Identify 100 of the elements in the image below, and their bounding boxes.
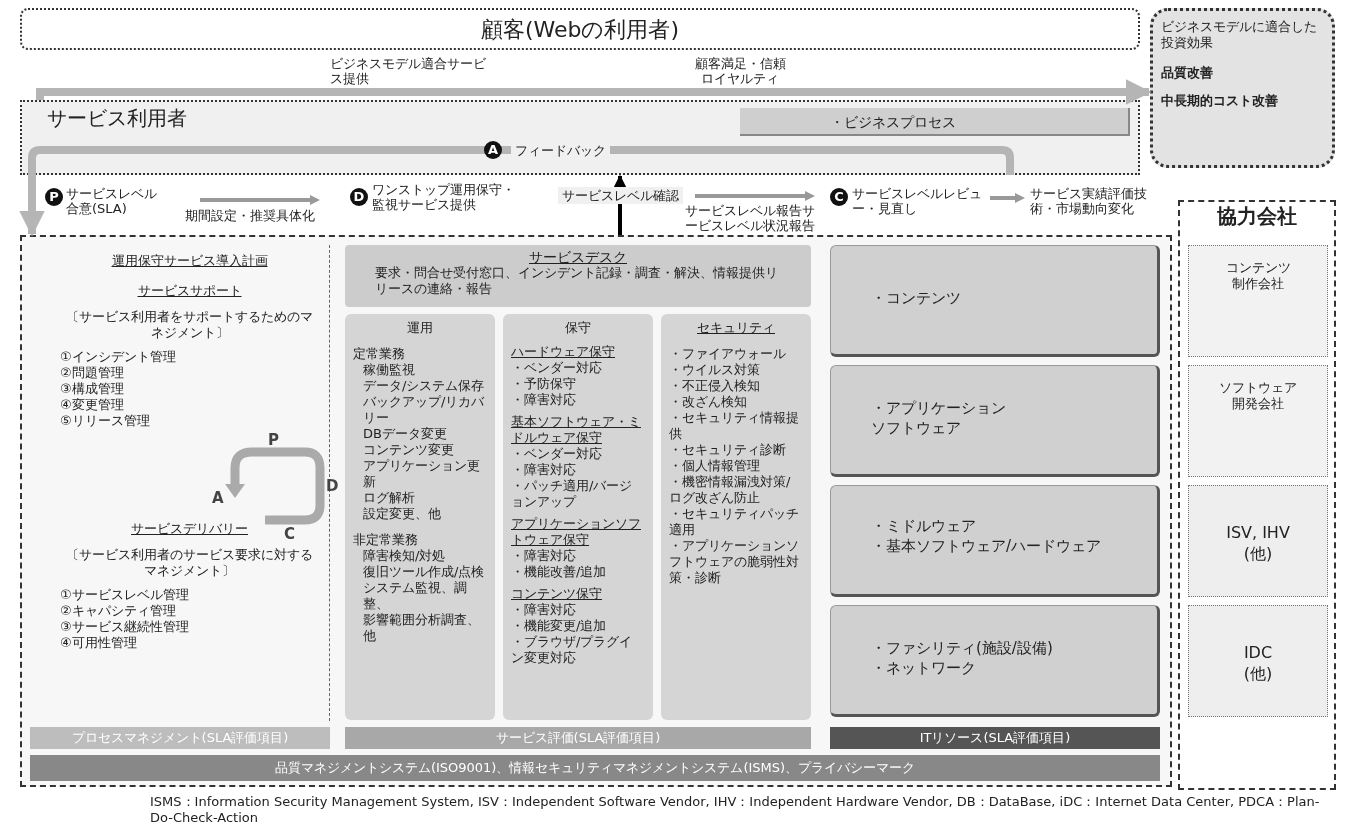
list-item: 復旧ツール作成/点検 [363, 564, 485, 579]
list-item: ②キャパシティ管理 [60, 603, 176, 618]
list-item: DBデータ変更 [363, 426, 447, 441]
list-item: ・セキュリティ診断 [669, 442, 786, 457]
note-text: サービスレベル報告サービスレベル状況報告 [685, 203, 816, 233]
box-text: IDC [1243, 643, 1273, 662]
box-text: 要求・問合せ受付窓口、インシデント記録・調査・解決、情報提供リリースの連絡・報告 [375, 265, 778, 296]
partner-box [1188, 485, 1328, 597]
letter-badge: P [45, 188, 63, 206]
note-text: 期間設定・推奨具体化 [185, 208, 316, 223]
arrow [36, 79, 1152, 105]
list-item: 〔サービス利用者をサポートするためのマネジメント〕 [66, 309, 313, 340]
list-item: ・障害対応 [511, 392, 576, 407]
list-item: ・機能変更/追加 [511, 618, 607, 633]
cycle-letter: C [284, 526, 295, 543]
list-item: ・セキュリティ情報提供 [669, 410, 799, 441]
note-text: サービスレベル合意(SLA) [66, 186, 158, 216]
dotted-band [20, 8, 1140, 50]
box-text: ソフトウェア開発会社 [1219, 380, 1297, 411]
note-text: 顧客満足・信頼ロイヤルティ [693, 56, 787, 86]
bar-text: ITリソース(SLA評価項目) [919, 730, 1071, 745]
callout-text: 品質改善 [1161, 65, 1213, 80]
list-item: 稼働監視 [363, 362, 415, 377]
list-item: ・ブラウザ/プラグイン変更対応 [511, 634, 633, 665]
heading: 運用 [407, 320, 433, 335]
list-item: 非定常業務 [353, 532, 418, 547]
box-text: ・コンテンツ [871, 289, 961, 307]
list-item: ①サービスレベル管理 [60, 587, 189, 602]
layer-box [830, 245, 1160, 357]
column-panel [345, 314, 495, 720]
box-text: ・アプリケーションソフトウェア [871, 399, 1006, 437]
note-text: ビジネスモデル適合サービス提供 [330, 56, 487, 86]
box-text: ・ネットワーク [871, 659, 976, 677]
list-item: ・ベンダー対応 [511, 446, 602, 461]
heading: 保守 [565, 320, 591, 335]
bar [30, 755, 1160, 781]
cycle-letter: P [268, 432, 279, 449]
band-title: 顧客(Webの利用者) [480, 17, 680, 42]
list-item: 障害検知/対処 [363, 548, 446, 563]
list-item: ・アプリケーションソフトウェアの脆弱性対策・診断 [669, 538, 799, 585]
service-desk-box [345, 245, 811, 307]
list-item: ・障害対応 [511, 602, 576, 617]
list-item: ・ウイルス対策 [669, 362, 760, 377]
box-text: ・ビジネスプロセス [830, 114, 956, 130]
list-item: ・セキュリティパッチ適用 [669, 506, 799, 537]
list-item: システム監視、調整、 [363, 580, 467, 611]
band-title: 協力会社 [1217, 204, 1297, 228]
bar [30, 727, 330, 749]
list-item: ・改ざん検知 [669, 394, 747, 409]
layer-box [830, 605, 1160, 717]
list-item: ③構成管理 [60, 381, 124, 396]
list-item: 影響範囲分析調査、他 [363, 612, 480, 643]
list-item: バックアップ/リカバリー [363, 394, 485, 425]
list-item: ⑤リリース管理 [60, 413, 150, 428]
list-item: ログ解析 [363, 490, 415, 505]
list-item: 設定変更、他 [363, 506, 441, 521]
partner-box [1188, 365, 1328, 477]
bar [830, 727, 1160, 749]
letter-badge: D [350, 188, 368, 206]
list-item: コンテンツ変更 [363, 442, 454, 457]
bar [345, 727, 811, 749]
bar-text: 品質マネジメントシステム(ISO9001)、情報セキュリティマネジメントシステム(ISMS)、プライバシーマーク [274, 760, 916, 775]
column-panel [503, 314, 653, 720]
box-text: ISV, IHV [1226, 523, 1290, 542]
bar-text: サービス評価(SLA評価項目) [495, 730, 661, 745]
list-item: ・予防保守 [511, 376, 576, 391]
bar-text: プロセスマネジメント(SLA評価項目) [71, 730, 289, 745]
list-item: ・障害対応 [511, 548, 576, 563]
box-text: ・基本ソフトウェア/ハードウェア [871, 537, 1102, 555]
callout-text: 中長期的コスト改善 [1161, 93, 1278, 108]
note-text: ワンストップ運用保守・監視サービス提供 [372, 182, 516, 212]
cycle-letter: A [212, 490, 224, 507]
partner-box [1188, 605, 1328, 717]
list-item: ・個人情報管理 [669, 458, 760, 473]
column-panel [661, 314, 811, 720]
note-text: サービス実績評価技術・市場動向変化 [1030, 186, 1148, 216]
arrow [19, 146, 1014, 237]
list-item: ④可用性管理 [60, 635, 137, 650]
dashed-band [20, 235, 1172, 787]
list-item: 定常業務 [353, 346, 405, 361]
list-item: ②問題管理 [60, 365, 124, 380]
list-item: ①インシデント管理 [60, 349, 176, 364]
caption: ISMS：Information Security Management System, ISV：Independent Software Vendor, IHV：Independent Hardware Vendor, DB：DataBase, iDC：Internet Data Center, PDCA：Plan-Do-Check-Action [150, 794, 1321, 826]
dashed-band [1178, 200, 1336, 790]
list-item: ・ファイアウォール [669, 346, 786, 361]
layer-box [830, 365, 1160, 477]
box-text: (他) [1243, 664, 1273, 683]
list-item: データ/システム保存 [363, 378, 485, 393]
list-item: ・機密情報漏洩対策/ログ改ざん防止 [669, 474, 791, 505]
list-item: ④変更管理 [60, 397, 124, 412]
list-item: 〔サービス利用者のサービス要求に対するマネジメント〕 [66, 547, 313, 578]
callout-text: ビジネスモデルに適合した投資効果 [1161, 19, 1317, 50]
process-box [740, 108, 1130, 136]
box-text: (他) [1243, 544, 1273, 563]
box-text: コンテンツ制作会社 [1225, 260, 1291, 291]
subheading: コンテンツ保守 [511, 586, 602, 601]
box-text: ・ミドルウェア [871, 517, 976, 535]
layer-box [830, 485, 1160, 597]
list-item: ③サービス継続性管理 [60, 619, 189, 634]
partner-box [1188, 245, 1328, 357]
